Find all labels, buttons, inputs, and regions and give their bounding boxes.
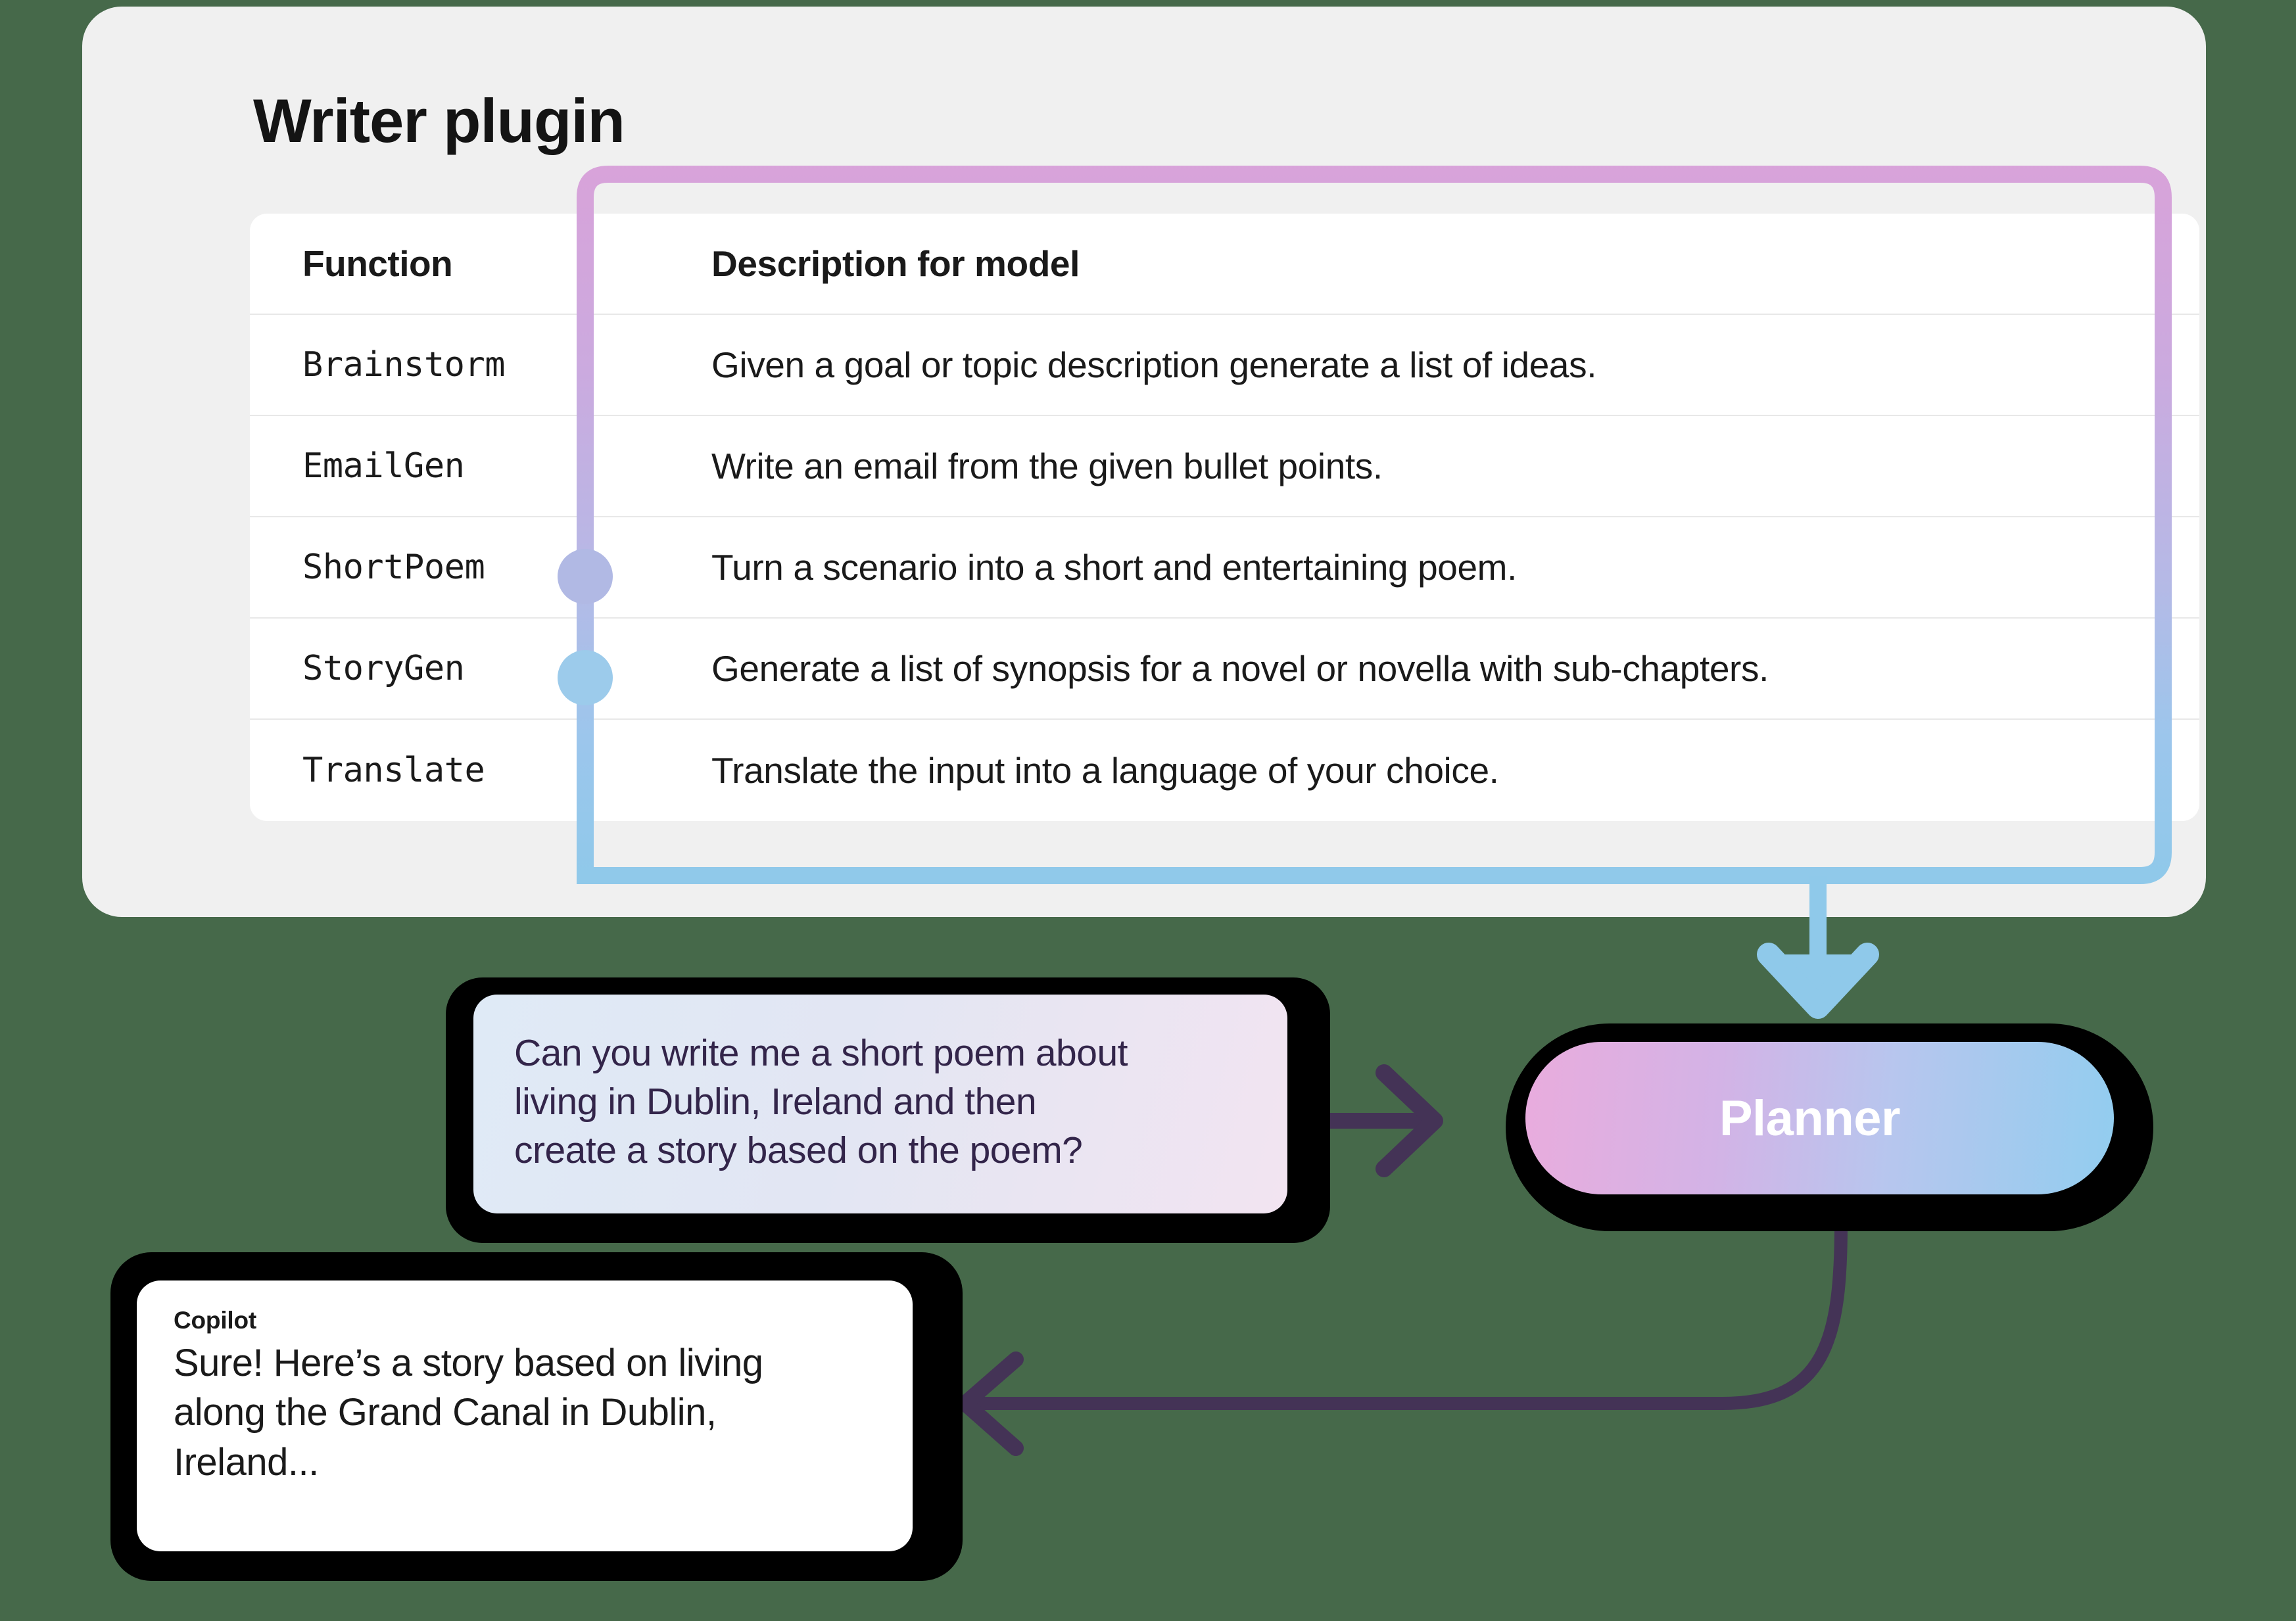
table-row[interactable]: Brainstorm Given a goal or topic descrip…: [250, 315, 2199, 416]
copilot-message-text: Sure! Here’s a story based on living alo…: [174, 1342, 763, 1484]
function-name: ShortPoem: [302, 548, 485, 587]
user-to-planner-arrow-icon: [1315, 1064, 1443, 1177]
user-message-text: Can you write me a short poem about livi…: [514, 1032, 1128, 1172]
table-row[interactable]: ShortPoem Turn a scenario into a short a…: [250, 517, 2199, 619]
function-name: Brainstorm: [302, 345, 506, 385]
function-name: StoryGen: [302, 649, 465, 688]
table-row[interactable]: EmailGen Write an email from the given b…: [250, 416, 2199, 517]
function-description: Given a goal or topic description genera…: [711, 344, 1597, 385]
function-name: Translate: [302, 751, 485, 790]
function-description: Translate the input into a language of y…: [711, 750, 1499, 791]
user-message-bubble[interactable]: Can you write me a short poem about livi…: [473, 995, 1287, 1213]
function-description: Turn a scenario into a short and enterta…: [711, 547, 1517, 588]
column-header-function: Function: [302, 243, 453, 284]
writer-plugin-card: Writer plugin Function Description for m…: [82, 7, 2206, 917]
table-row[interactable]: StoryGen Generate a list of synopsis for…: [250, 619, 2199, 720]
table-row[interactable]: Translate Translate the input into a lan…: [250, 720, 2199, 821]
function-description: Generate a list of synopsis for a novel …: [711, 648, 1769, 689]
function-description: Write an email from the given bullet poi…: [711, 446, 1383, 486]
planner-node[interactable]: Planner: [1525, 1042, 2114, 1194]
copilot-sender-label: Copilot: [174, 1307, 257, 1334]
copilot-message-bubble[interactable]: Copilot Sure! Here’s a story based on li…: [137, 1280, 913, 1551]
page-title: Writer plugin: [253, 86, 625, 155]
function-table: Function Description for model Brainstor…: [250, 214, 2199, 821]
planner-label: Planner: [1719, 1090, 1901, 1146]
function-name: EmailGen: [302, 446, 465, 486]
table-header-row: Function Description for model: [250, 214, 2199, 315]
column-header-description: Description for model: [711, 243, 1080, 284]
planner-to-copilot-arrow-icon: [957, 1217, 1848, 1456]
